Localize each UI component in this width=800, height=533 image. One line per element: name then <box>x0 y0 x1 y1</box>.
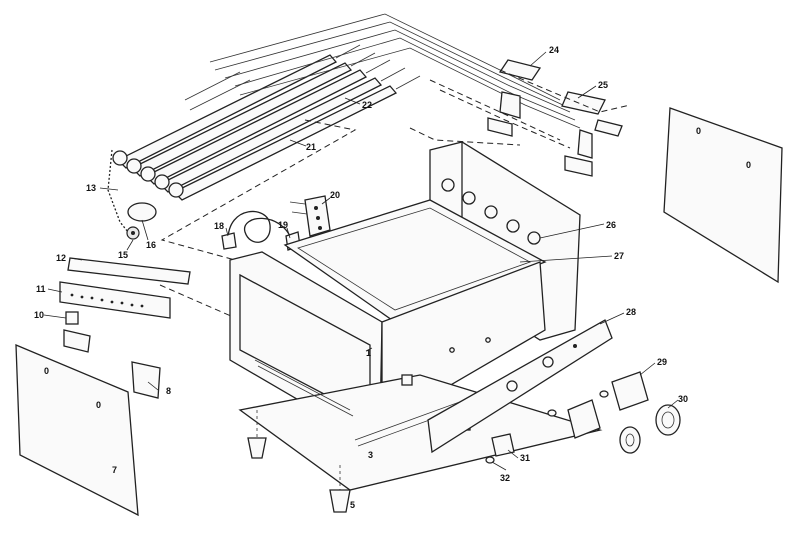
callout-18: 18 <box>214 221 224 231</box>
callout-28: 28 <box>626 307 636 317</box>
callout-20: 20 <box>330 190 340 200</box>
callout-11: 11 <box>36 284 46 294</box>
callout-3: 3 <box>368 450 373 460</box>
bracket-24 <box>487 59 542 137</box>
knob-30 <box>619 404 681 454</box>
callout-8: 8 <box>166 386 171 396</box>
panel-marks: 0 0 0 0 <box>44 126 751 410</box>
callout-1: 1 <box>366 348 371 358</box>
control-panel-28 <box>427 319 613 454</box>
callout-32: 32 <box>500 473 510 483</box>
terminal-block <box>289 195 331 237</box>
rear-panel <box>663 107 783 284</box>
callout-13: 13 <box>86 183 96 193</box>
panel-mark-right-a: 0 <box>696 126 701 136</box>
main-housing <box>229 141 603 491</box>
callout-24: 24 <box>549 45 559 55</box>
callout-31: 31 <box>520 453 530 463</box>
heating-tubes <box>107 44 421 240</box>
panel-mark-left-b: 0 <box>96 400 101 410</box>
callout-29: 29 <box>657 357 667 367</box>
callout-22: 22 <box>362 100 372 110</box>
side-panel-7 <box>15 344 139 517</box>
panel-mark-left-a: 0 <box>44 366 49 376</box>
foot-right <box>329 465 351 513</box>
callout-25: 25 <box>598 80 608 90</box>
wire-harness <box>209 13 581 149</box>
callout-27: 27 <box>614 251 624 261</box>
callout-19: 19 <box>278 220 288 230</box>
callout-7: 7 <box>112 465 117 475</box>
side-rail-12 <box>67 257 191 285</box>
callout-26: 26 <box>606 220 616 230</box>
leader-lines <box>43 51 679 471</box>
callout-30: 30 <box>678 394 688 404</box>
callout-21: 21 <box>306 142 316 152</box>
pulley <box>126 202 157 240</box>
clip-10 <box>63 311 91 353</box>
callout-10: 10 <box>34 310 44 320</box>
panel-mark-right-b: 0 <box>746 160 751 170</box>
side-rail-11 <box>59 281 171 319</box>
lamp-32 <box>485 390 609 464</box>
switch-31 <box>491 433 515 457</box>
callout-12: 12 <box>56 253 66 263</box>
callout-labels: 1 3 5 7 8 10 11 12 13 15 16 18 19 20 21 … <box>34 45 688 510</box>
callout-15: 15 <box>118 250 128 260</box>
switch-29 <box>567 371 649 439</box>
callout-16: 16 <box>146 240 156 250</box>
callout-5: 5 <box>350 500 355 510</box>
bracket-8 <box>131 361 161 399</box>
foot-left <box>247 410 267 459</box>
bracket-25 <box>561 91 623 177</box>
